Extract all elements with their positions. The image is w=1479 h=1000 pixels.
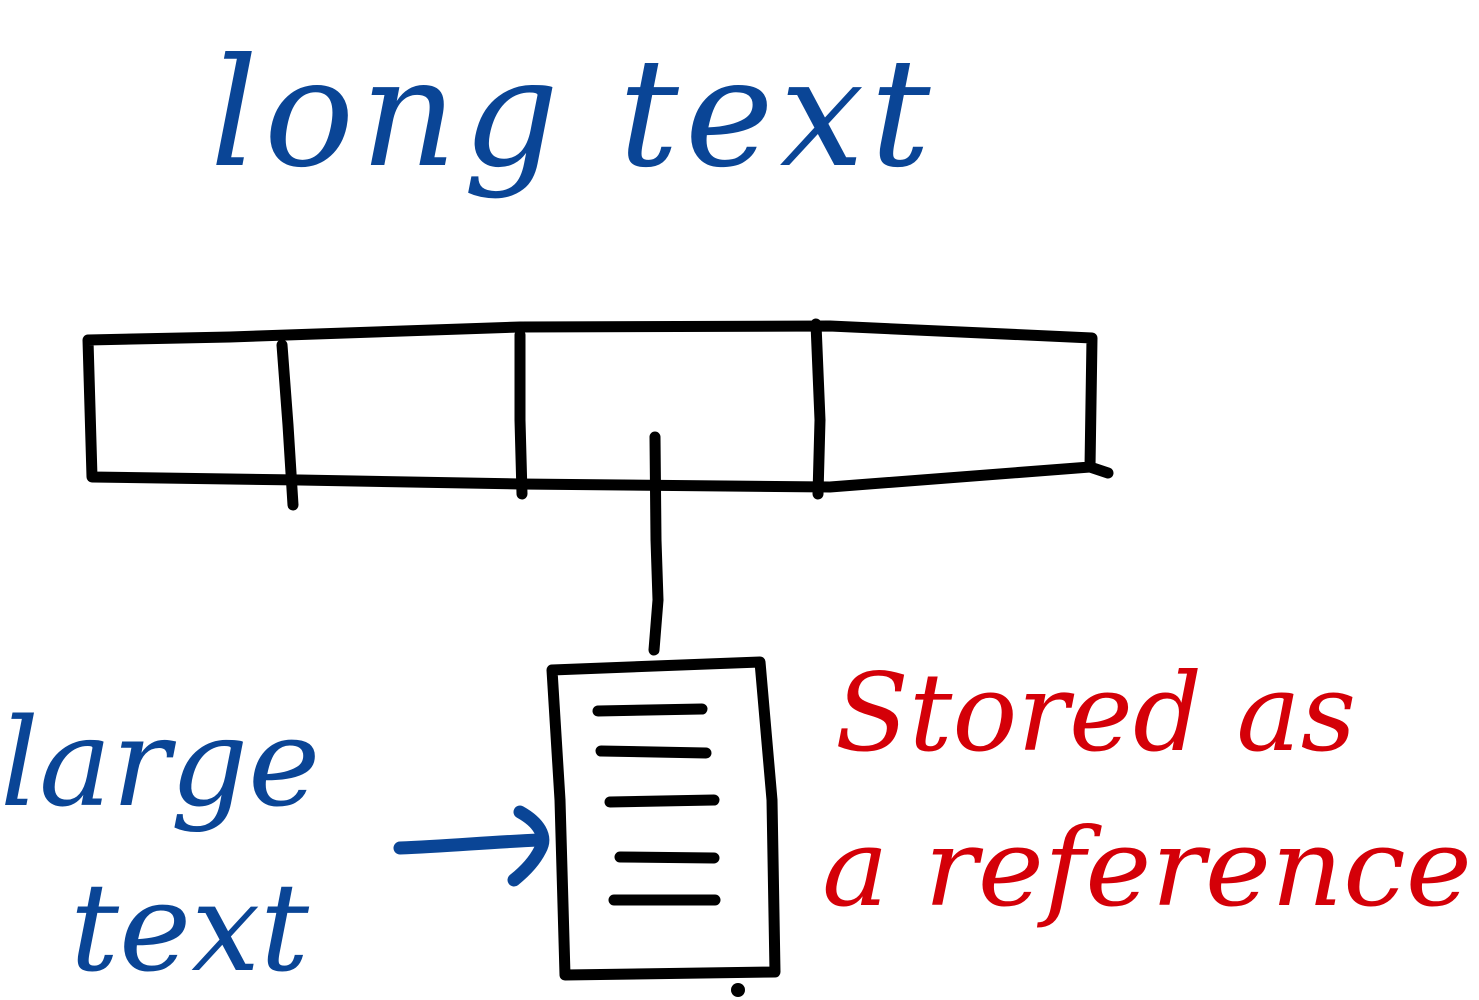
cell-divider-3 <box>810 318 826 500</box>
row-outline <box>82 320 1114 493</box>
cell-divider-1 <box>276 339 299 511</box>
side-label-line-2: text <box>70 857 310 999</box>
document-outline <box>546 656 781 981</box>
document-icon <box>546 656 781 997</box>
cell-divider-2 <box>514 329 528 500</box>
note-line-2: a reference <box>822 806 1472 931</box>
side-label-line-1: large <box>0 692 320 834</box>
document-line-3 <box>604 794 720 808</box>
reference-pointer-line <box>648 431 664 656</box>
document-line-1 <box>592 703 708 717</box>
document-line-4 <box>614 851 720 864</box>
title-label: long text <box>210 27 937 201</box>
document-line-2 <box>595 745 712 759</box>
arrow-icon <box>393 805 550 887</box>
note-line-1: Stored as <box>835 651 1356 776</box>
row-of-cells <box>82 318 1114 511</box>
document-ink-dot <box>731 983 745 997</box>
